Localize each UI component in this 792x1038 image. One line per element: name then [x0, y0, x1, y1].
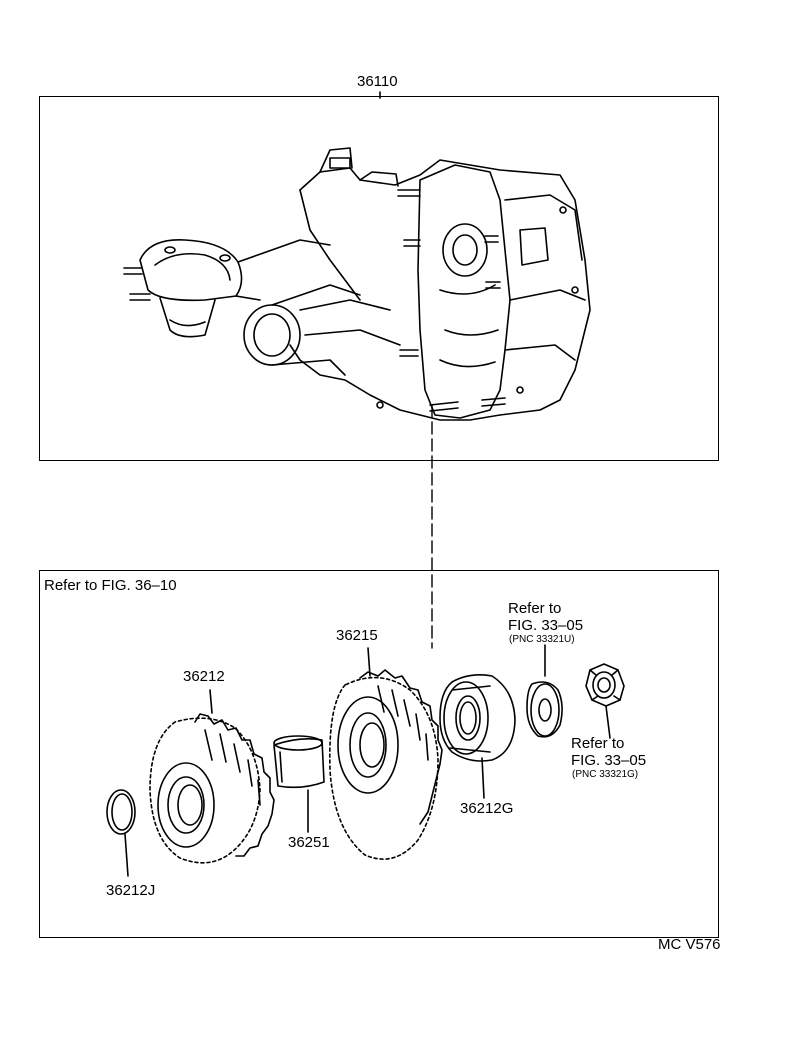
part-number-36212[interactable]: 36212	[183, 668, 225, 685]
bottom-frame-ref-label[interactable]: Refer to FIG. 36–10	[44, 577, 177, 594]
ring-36212J	[106, 789, 136, 877]
gear-36212	[149, 689, 275, 864]
sleeve-36251	[273, 735, 325, 833]
figure-code: MC V576	[658, 936, 721, 953]
part-number-36212G[interactable]: 36212G	[460, 800, 514, 817]
top-frame	[39, 96, 719, 461]
nut-33321G	[585, 663, 625, 739]
ref-washer-line1[interactable]: Refer to	[508, 600, 562, 617]
part-number-36251[interactable]: 36251	[288, 834, 330, 851]
ref-nut-pnc: (PNC 33321G)	[572, 769, 639, 780]
washer-33321U	[526, 644, 563, 738]
ref-washer-pnc: (PNC 33321U)	[509, 634, 575, 645]
ref-nut-line2[interactable]: FIG. 33–05	[571, 752, 647, 769]
ref-washer-line2[interactable]: FIG. 33–05	[508, 617, 584, 634]
part-number-36110[interactable]: 36110	[357, 73, 398, 90]
ref-nut-line1[interactable]: Refer to	[571, 735, 625, 752]
part-number-36212J[interactable]: 36212J	[106, 882, 156, 899]
gear-36215	[328, 647, 443, 860]
bearing-36212G	[439, 674, 516, 799]
bottom-frame	[39, 570, 719, 938]
part-number-36215[interactable]: 36215	[336, 627, 378, 644]
transfer-case-housing	[123, 147, 591, 421]
